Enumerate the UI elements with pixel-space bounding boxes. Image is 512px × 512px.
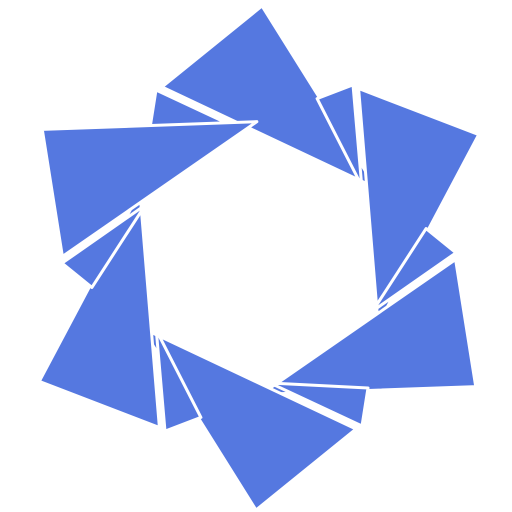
blade-3-inner-flap	[371, 227, 458, 313]
blade-2-inner-flap	[315, 83, 364, 188]
blade-6	[40, 120, 259, 289]
blade-4-inner-flap	[268, 381, 370, 428]
blade-6-inner-flap	[60, 203, 147, 289]
blade-6-main-triangle	[40, 120, 259, 259]
blade-5-inner-flap	[154, 328, 203, 433]
blade-4	[140, 326, 370, 512]
blade-group	[37, 4, 481, 512]
